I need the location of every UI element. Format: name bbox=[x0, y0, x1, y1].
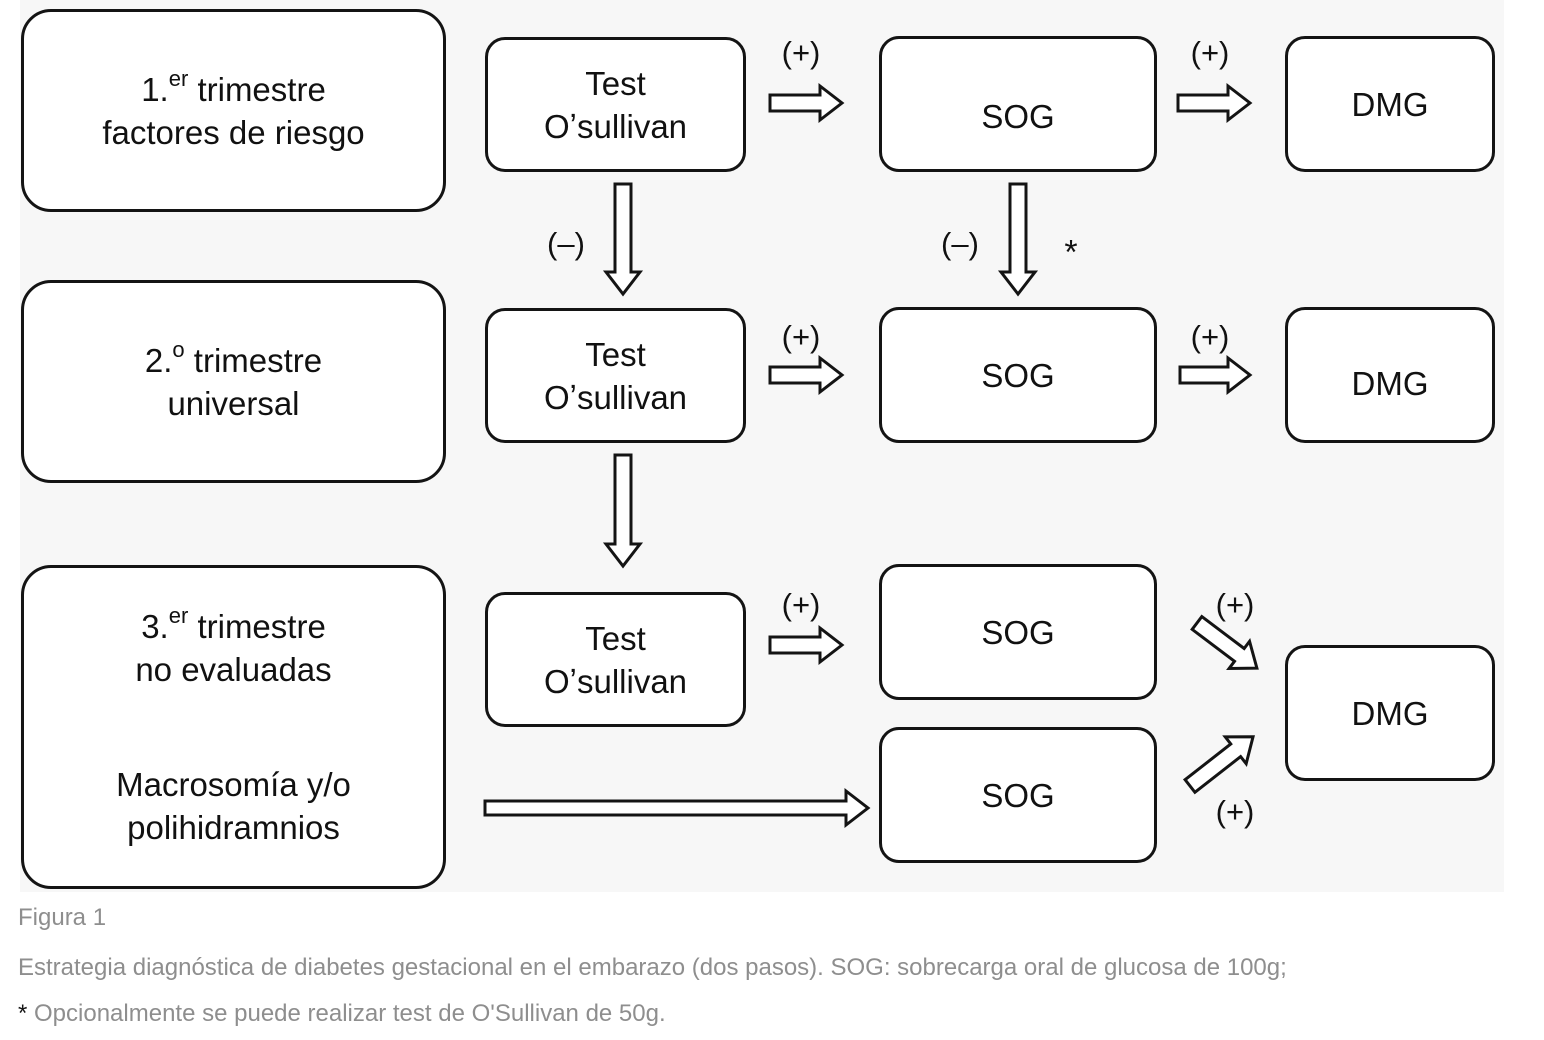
arrow-sog3-to-dmg3 bbox=[1190, 614, 1259, 671]
arrow-sog1-to-sog2 bbox=[997, 182, 1039, 297]
test-label: Test bbox=[585, 64, 646, 102]
sog-box-1: SOG bbox=[879, 36, 1157, 172]
osullivan-label: Oʼsullivan bbox=[543, 107, 688, 145]
first-trimester-box: 1.er trimestre factores de riesgo bbox=[21, 9, 446, 212]
first-trimester-subtitle: factores de riesgo bbox=[102, 113, 365, 151]
osullivan-test-box-2: Test Oʼsullivan bbox=[485, 308, 746, 443]
positive-label-row3-a: (+) bbox=[781, 587, 821, 622]
dmg-label: DMG bbox=[1351, 694, 1429, 732]
caption-line-1: Estrategia diagnóstica de diabetes gesta… bbox=[18, 954, 1287, 981]
arrow-test2-to-test3 bbox=[602, 453, 644, 569]
positive-label-row2-b: (+) bbox=[1190, 319, 1230, 354]
sog-label: SOG bbox=[981, 97, 1055, 135]
dmg-box-3: DMG bbox=[1285, 645, 1495, 781]
caption-note: Opcionalmente se puede realizar test de … bbox=[27, 1000, 666, 1027]
sog-box-3: SOG bbox=[879, 564, 1157, 700]
flow-arrows bbox=[483, 82, 1259, 829]
arrow-test2-to-sog2 bbox=[768, 354, 845, 396]
second-trimester-title: 2.o trimestre bbox=[144, 336, 323, 379]
positive-label-row1-a: (+) bbox=[781, 35, 821, 70]
osullivan-label: Oʼsullivan bbox=[543, 662, 688, 700]
positive-label-row4: (+) bbox=[1215, 794, 1255, 829]
third-trimester-box: 3.er trimestre no evaluadas Macrosomía y… bbox=[21, 565, 446, 889]
macrosomia-label: Macrosomía y/o bbox=[116, 766, 351, 803]
third-trimester-subtitle: no evaluadas bbox=[135, 651, 332, 688]
positive-label-row1-b: (+) bbox=[1190, 35, 1230, 70]
sog-label: SOG bbox=[981, 356, 1055, 394]
negative-label-right: (–) bbox=[941, 226, 979, 261]
osullivan-test-box-3: Test Oʼsullivan bbox=[485, 592, 746, 727]
second-trimester-box: 2.o trimestre universal bbox=[21, 280, 446, 483]
sog-label: SOG bbox=[981, 776, 1055, 814]
arrow-test1-to-test2 bbox=[602, 182, 644, 297]
arrow-sog4-to-dmg3 bbox=[1182, 735, 1255, 795]
osullivan-test-box-1: Test Oʼsullivan bbox=[485, 37, 746, 172]
second-trimester-subtitle: universal bbox=[167, 384, 300, 422]
dmg-label: DMG bbox=[1351, 364, 1429, 402]
osullivan-label: Oʼsullivan bbox=[543, 378, 688, 416]
arrow-sog2-to-dmg2 bbox=[1178, 354, 1253, 396]
test-label: Test bbox=[585, 619, 646, 657]
asterisk-label: * bbox=[1064, 233, 1078, 272]
arrow-test1-to-sog1 bbox=[768, 82, 845, 124]
dmg-box-1: DMG bbox=[1285, 36, 1495, 172]
positive-label-row2-a: (+) bbox=[781, 319, 821, 354]
dmg-label: DMG bbox=[1351, 85, 1429, 123]
arrow-macrosomia-to-sog4 bbox=[483, 787, 871, 829]
arrow-test3-to-sog3 bbox=[768, 624, 845, 666]
first-trimester-title: 1.er trimestre bbox=[141, 65, 326, 108]
sog-label: SOG bbox=[981, 613, 1055, 651]
third-trimester-title: 3.er trimestre bbox=[141, 603, 326, 646]
polihidramnios-label: polihidramnios bbox=[127, 809, 340, 846]
positive-label-row3-b: (+) bbox=[1215, 587, 1255, 622]
figure-label: Figura 1 bbox=[18, 904, 107, 931]
caption-asterisk: * bbox=[18, 1000, 28, 1027]
dmg-box-2: DMG bbox=[1285, 307, 1495, 443]
negative-label-left: (–) bbox=[547, 226, 585, 261]
test-label: Test bbox=[585, 335, 646, 373]
caption-line-2: * Opcionalmente se puede realizar test d… bbox=[18, 1000, 666, 1028]
sog-box-4: SOG bbox=[879, 727, 1157, 863]
arrow-sog1-to-dmg1 bbox=[1176, 82, 1253, 124]
sog-box-2: SOG bbox=[879, 307, 1157, 443]
